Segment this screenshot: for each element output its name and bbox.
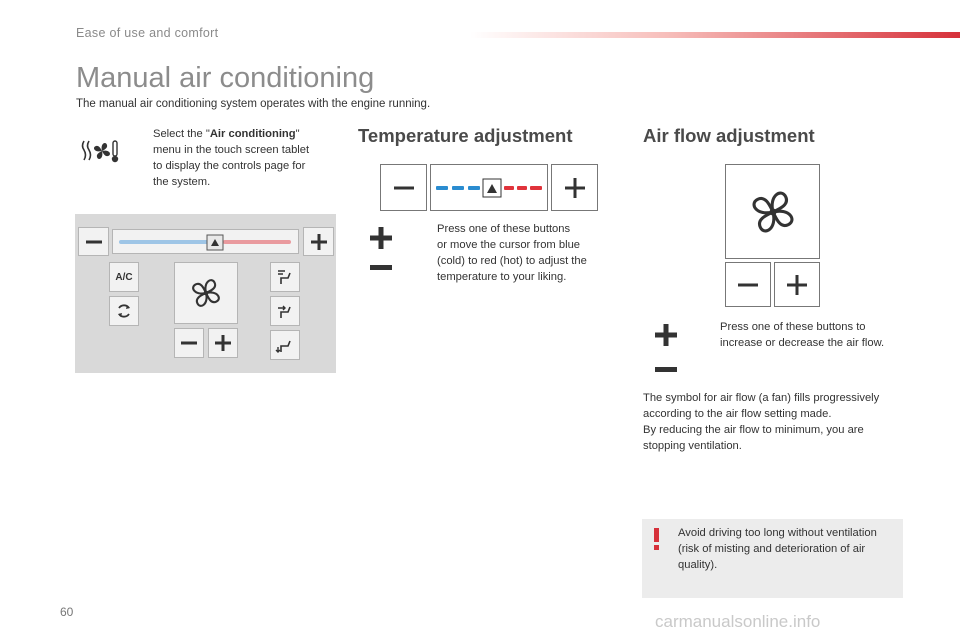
screen-airflow-windscreen-button[interactable]: [270, 262, 300, 292]
header-bar: [470, 32, 960, 38]
temperature-text-line3: (cold) to red (hot) to adjust the: [437, 255, 587, 267]
screen-fan-minus-button[interactable]: [174, 328, 204, 358]
minus-icon: [181, 341, 197, 345]
warning-note: [642, 519, 903, 598]
screen-airflow-face-button[interactable]: [270, 296, 300, 326]
airflow-text-line1: Press one of these buttons to: [720, 321, 866, 333]
select-menu-line1: Select the "Air conditioning": [153, 128, 300, 140]
airflow-para-line3: By reducing the air flow to minimum, you…: [643, 424, 864, 436]
note-line2: (risk of misting and deterioration of ai…: [678, 543, 866, 555]
airflow-para-line4: stopping ventilation.: [643, 440, 742, 452]
seat-airflow-icon: [278, 270, 291, 284]
screen-fan-plus-button[interactable]: [208, 328, 238, 358]
temperature-section-title: Temperature adjustment: [358, 125, 573, 146]
ac-label: A/C: [115, 271, 133, 283]
climate-menu-icon: [81, 140, 119, 163]
temperature-slider[interactable]: [430, 164, 548, 211]
page-number: 60: [60, 605, 74, 619]
temperature-slider-track: [436, 178, 542, 197]
watermark: carmanualsonline.info: [655, 612, 821, 631]
note-line1: Avoid driving too long without ventilati…: [678, 527, 877, 539]
screen-fan-display: [174, 262, 238, 324]
airflow-para-line1: The symbol for air flow (a fan) fills pr…: [643, 392, 880, 404]
temperature-text-line2: or move the cursor from blue: [437, 239, 581, 251]
fan-icon: [192, 279, 220, 307]
temperature-slider-track: [119, 234, 291, 251]
air-conditioning-menu-name: Air conditioning: [209, 128, 296, 140]
plus-icon: [370, 227, 392, 249]
seat-airflow-icon: [278, 305, 291, 318]
select-menu-line4: the system.: [153, 176, 211, 188]
plus-icon: [655, 324, 677, 346]
screen-plus-button[interactable]: [303, 227, 334, 256]
select-menu-line2: menu in the touch screen tablet: [153, 144, 310, 156]
minus-icon: [655, 367, 677, 372]
fan-display: [725, 164, 820, 259]
minus-icon: [393, 186, 414, 189]
intro-text: The manual air conditioning system opera…: [76, 98, 431, 110]
touch-screen-illustration: A/C: [75, 214, 336, 373]
minus-icon: [85, 240, 102, 243]
airflow-plus-button[interactable]: [774, 262, 820, 307]
temperature-minus-button[interactable]: [380, 164, 427, 211]
screen-recirculation-button[interactable]: [109, 296, 139, 326]
select-menu-line3: to display the controls page for: [153, 160, 306, 172]
exclamation-icon: [654, 528, 659, 550]
plus-icon: [310, 233, 327, 250]
fan-icon: [752, 191, 793, 232]
page-title: Manual air conditioning: [76, 62, 375, 94]
temperature-plus-button[interactable]: [551, 164, 598, 211]
section-header: Ease of use and comfort: [76, 26, 219, 40]
seat-airflow-icon: [275, 340, 291, 353]
airflow-minus-button[interactable]: [725, 262, 771, 307]
minus-icon: [738, 283, 758, 286]
airflow-text-line2: increase or decrease the air flow.: [720, 337, 885, 349]
note-line3: quality).: [678, 559, 718, 571]
plus-icon: [564, 177, 585, 198]
screen-ac-button[interactable]: A/C: [109, 262, 139, 292]
screen-airflow-feet-button[interactable]: [270, 330, 300, 360]
recirculation-icon: [118, 304, 130, 318]
screen-temperature-slider[interactable]: [112, 229, 299, 254]
airflow-section-title: Air flow adjustment: [643, 125, 815, 146]
plus-icon: [215, 335, 231, 351]
temperature-text-line1: Press one of these buttons: [437, 223, 571, 235]
screen-minus-button[interactable]: [78, 227, 109, 256]
airflow-para-line2: according to the air flow setting made.: [643, 408, 832, 420]
minus-icon: [370, 265, 392, 270]
temperature-text-line4: temperature to your liking.: [437, 271, 567, 283]
plus-icon: [787, 274, 807, 295]
